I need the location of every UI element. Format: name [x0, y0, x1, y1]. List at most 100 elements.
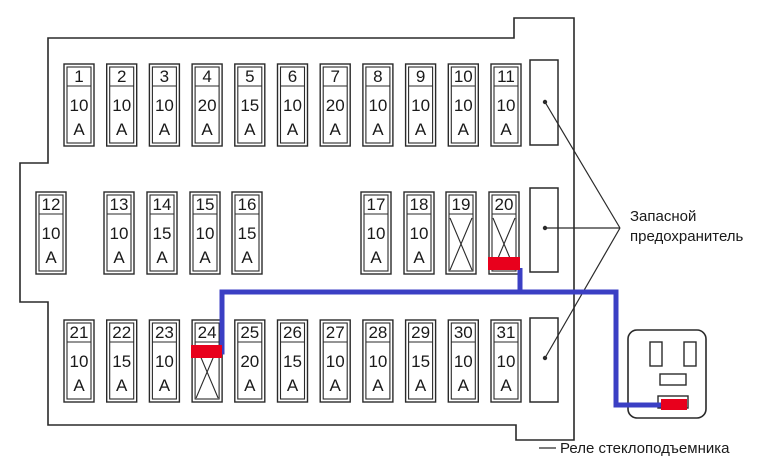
fuse-body — [191, 319, 223, 403]
fuse-unit: A — [73, 376, 85, 395]
fuse-inner-frame — [365, 322, 391, 400]
fuse-unit: A — [458, 120, 470, 139]
fuse-body — [490, 63, 522, 147]
fuse-rating: 10 — [112, 96, 131, 115]
fuse-body — [148, 319, 181, 403]
fuse-inner-frame — [279, 66, 306, 144]
fuse-number: 14 — [153, 195, 172, 214]
fuse-rating: 10 — [367, 224, 386, 243]
empty-slot-cross — [449, 217, 473, 271]
marker-fuse-20 — [488, 257, 520, 270]
fuse-unit: A — [413, 248, 425, 267]
fuse-body — [319, 319, 351, 403]
fuse-rating: 10 — [70, 96, 89, 115]
fuse-rating: 10 — [497, 352, 516, 371]
fuse-number: 24 — [198, 323, 217, 342]
fuse-inner-frame — [406, 194, 432, 272]
fuse-number: 16 — [238, 195, 257, 214]
fuse-rating: 15 — [240, 96, 259, 115]
fuse-body — [148, 63, 181, 147]
fuse-unit: A — [45, 248, 57, 267]
fuse-body — [276, 319, 309, 403]
spare-fuse-label-line1: Запасной — [630, 208, 696, 225]
fuse-inner-frame — [109, 66, 135, 144]
fuse-rating: 15 — [112, 352, 131, 371]
fuse-19: 19 — [445, 191, 477, 275]
fuse-body — [191, 63, 223, 147]
fuse-number: 4 — [202, 67, 211, 86]
relay-pin-center — [659, 373, 687, 386]
fuse-body — [105, 63, 138, 147]
fuse-number: 2 — [117, 67, 126, 86]
fuses-group: 110A210A310A420A515A610A720A810A910A1010… — [35, 63, 522, 403]
fuse-inner-frame — [38, 194, 64, 272]
fuse-rating: 10 — [42, 224, 61, 243]
fuse-rating: 15 — [238, 224, 257, 243]
power-window-relay — [627, 329, 707, 419]
fuse-number: 11 — [497, 67, 515, 86]
fuse-body — [189, 191, 221, 275]
fuse-unit: A — [244, 120, 256, 139]
fuse-number: 3 — [160, 67, 169, 86]
fuse-inner-frame — [408, 66, 434, 144]
fuse-inner-frame — [149, 194, 175, 272]
fuse-inner-frame — [194, 66, 220, 144]
fuse-unit: A — [201, 120, 213, 139]
fuse-unit: A — [415, 376, 427, 395]
spare-fuse-slot-middle — [529, 187, 559, 273]
fuse-inner-frame — [322, 66, 348, 144]
fuse-inner-frame — [279, 322, 306, 400]
fuse-inner-frame — [192, 194, 218, 272]
fuse-body — [404, 63, 437, 147]
fuse-rating: 15 — [411, 352, 430, 371]
fuse-24: 24 — [191, 319, 223, 403]
fuse-inner-frame — [493, 66, 519, 144]
fuse-rating: 10 — [368, 96, 387, 115]
fuse-number: 18 — [410, 195, 429, 214]
fuse-number: 21 — [70, 323, 89, 342]
fuse-rating: 10 — [155, 352, 174, 371]
fuse-unit: A — [330, 120, 342, 139]
fuse-inner-frame — [493, 322, 519, 400]
fuse-unit: A — [159, 376, 171, 395]
fuse-unit: A — [415, 120, 427, 139]
fuse-number: 6 — [288, 67, 297, 86]
fuse-number: 1 — [74, 67, 83, 86]
fuse-rating: 10 — [497, 96, 516, 115]
fuse-inner-frame — [363, 194, 389, 272]
fuse-number: 31 — [497, 323, 516, 342]
fuse-body — [488, 191, 520, 275]
fuse-rating: 10 — [454, 352, 473, 371]
fuse-unit: A — [116, 120, 128, 139]
fuse-number: 12 — [42, 195, 61, 214]
fuse-inner-frame — [237, 322, 263, 400]
fuse-number: 10 — [454, 67, 473, 86]
fuse-inner-frame — [448, 194, 474, 272]
fuse-unit: A — [330, 376, 342, 395]
fuse-body — [447, 63, 479, 147]
fuse-number: 30 — [454, 323, 473, 342]
fuse-body — [35, 191, 67, 275]
marker-fuse-24 — [191, 345, 222, 358]
fuse-body — [319, 63, 351, 147]
fuse-unit: A — [244, 376, 256, 395]
fuse-body — [105, 319, 138, 403]
relay-pin-right — [683, 341, 697, 367]
fuse-number: 17 — [367, 195, 386, 214]
fuse-body — [360, 191, 392, 275]
fuse-body — [445, 191, 477, 275]
fuse-number: 15 — [196, 195, 215, 214]
marker-relay — [661, 399, 687, 410]
fuse-number: 20 — [495, 195, 514, 214]
fuse-body — [234, 319, 266, 403]
fuse-unit: A — [372, 120, 384, 139]
fuse-inner-frame — [237, 66, 263, 144]
